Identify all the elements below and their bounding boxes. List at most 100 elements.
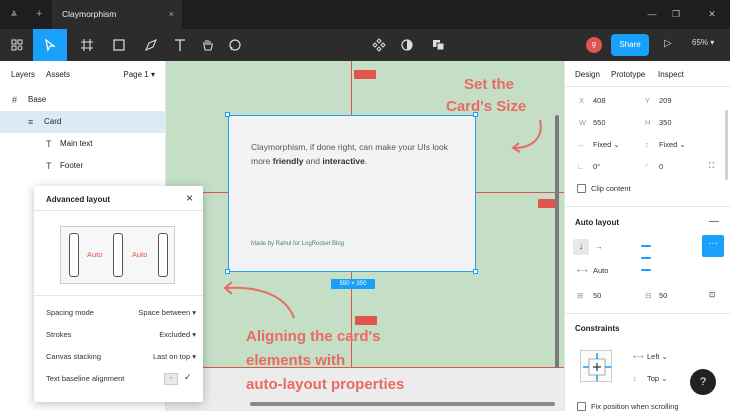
canvas-scrollbar-horizontal[interactable] <box>250 402 555 406</box>
move-tool-icon[interactable] <box>33 29 67 61</box>
close-icon[interactable]: × <box>185 191 193 205</box>
tab-prototype[interactable]: Prototype <box>611 70 646 79</box>
text-tool-icon[interactable] <box>165 29 195 61</box>
vertical-constraint-select[interactable]: Top ⌄ <box>647 374 668 383</box>
tab-inspect[interactable]: Inspect <box>658 70 684 79</box>
new-tab-icon[interactable]: + <box>36 8 43 20</box>
height-mode-select[interactable]: Fixed ⌄ <box>659 140 686 149</box>
spacing-tag-bottom <box>355 316 377 325</box>
mask-icon[interactable] <box>392 29 422 61</box>
toolbar <box>0 29 730 61</box>
boolean-icon[interactable] <box>422 29 456 61</box>
width-input[interactable]: 550 <box>593 118 606 127</box>
divider <box>34 210 203 211</box>
restore-icon[interactable]: ❐ <box>671 9 681 19</box>
file-tab[interactable]: Claymorphism × <box>52 0 182 29</box>
minimize-icon[interactable]: — <box>647 9 657 19</box>
advanced-layout-popup: Advanced layout × Auto Auto Spacing mode… <box>34 186 203 402</box>
card-footer-text[interactable]: Made by Rahul for LogRocket Blog <box>251 241 345 247</box>
auto-layout-frame-icon: ≡ <box>28 117 34 127</box>
resize-handle-br[interactable] <box>473 269 478 274</box>
resize-handle-bl[interactable] <box>225 269 230 274</box>
size-label: 550 × 350 <box>331 279 375 289</box>
layer-card[interactable]: ≡ Card <box>0 111 166 133</box>
preview-bar <box>113 233 123 277</box>
layer-base[interactable]: # Base <box>0 89 166 111</box>
horizontal-constraint-select[interactable]: Left ⌄ <box>647 352 668 361</box>
baseline-toggle[interactable]: - <box>164 373 178 385</box>
x-input[interactable]: 408 <box>593 96 606 105</box>
resize-handle-tl[interactable] <box>225 112 230 117</box>
tab-assets[interactable]: Assets <box>46 70 71 79</box>
width-mode-value: Fixed <box>593 140 612 149</box>
direction-vertical-icon[interactable]: ↓ <box>573 239 589 255</box>
zoom-dropdown[interactable]: 65% ▾ <box>692 38 715 47</box>
frame-tool-icon[interactable] <box>72 29 102 61</box>
resize-handle-tr[interactable] <box>473 112 478 117</box>
text-baseline-label: Text baseline alignment <box>46 374 125 383</box>
page-selector[interactable]: Page 1 ▾ <box>123 70 155 79</box>
rectangle-tool-icon[interactable] <box>104 29 134 61</box>
annotation-align-3: auto-layout properties <box>246 376 405 393</box>
fix-position-checkbox[interactable] <box>577 402 586 411</box>
main-menu-icon[interactable] <box>2 29 32 61</box>
layer-footer[interactable]: T Footer <box>0 155 166 177</box>
design-panel-scrollbar[interactable] <box>725 110 728 180</box>
pen-tool-icon[interactable] <box>136 29 166 61</box>
card-frame[interactable]: Claymorphism, if done right, can make yo… <box>228 115 476 272</box>
share-button[interactable]: Share <box>611 34 649 56</box>
resize-vertical-icon: ↕ <box>645 140 649 149</box>
components-icon[interactable] <box>364 29 394 61</box>
canvas-stacking-select[interactable]: Last on top ▾ <box>153 352 196 361</box>
close-window-icon[interactable]: ✕ <box>708 9 716 19</box>
direction-horizontal-icon[interactable]: → <box>595 242 603 251</box>
close-tab-icon[interactable]: × <box>168 9 174 19</box>
canvas-stacking-row[interactable]: Canvas stacking Last on top ▾ <box>46 352 196 366</box>
h-label: H <box>645 118 651 127</box>
card-text-part: . <box>364 156 368 166</box>
y-input[interactable]: 209 <box>659 96 672 105</box>
vertical-constraint-icon: ↕ <box>633 374 637 383</box>
width-mode-select[interactable]: Fixed ⌄ <box>593 140 620 149</box>
layer-name: Footer <box>60 161 84 170</box>
strokes-select[interactable]: Excluded ▾ <box>159 330 196 339</box>
present-icon[interactable]: ▷ <box>664 38 672 49</box>
rotation-input[interactable]: 0° <box>593 162 601 171</box>
independent-corners-icon[interactable]: ⛶ <box>709 161 715 170</box>
spacing-mode-select[interactable]: Space between ▾ <box>138 308 196 317</box>
strokes-row[interactable]: Strokes Excluded ▾ <box>46 330 196 344</box>
horizontal-padding-input[interactable]: 50 <box>593 291 602 300</box>
title-bar: ⩓ + Claymorphism × — ❐ ✕ <box>0 0 730 29</box>
card-text-part: Claymorphism, if done right, can make yo… <box>251 142 448 166</box>
layer-main-text[interactable]: T Main text <box>0 133 166 155</box>
constraints-widget[interactable] <box>580 350 612 382</box>
arrow-to-popup-icon <box>223 281 295 319</box>
auto-layout-title: Auto layout <box>575 218 619 227</box>
remove-auto-layout-icon[interactable]: — <box>709 216 719 227</box>
height-input[interactable]: 350 <box>659 118 672 127</box>
annotation-align-2: elements with <box>246 352 346 369</box>
vertical-constraint-value: Top <box>647 374 660 383</box>
more-options-button[interactable]: ··· <box>702 235 724 257</box>
canvas-scrollbar-vertical[interactable] <box>555 115 559 370</box>
individual-padding-icon[interactable]: ⊡ <box>709 290 716 299</box>
spacing-tag-top <box>354 70 376 79</box>
vertical-padding-input[interactable]: 50 <box>659 291 668 300</box>
preview-bar <box>158 233 168 277</box>
spacing-input[interactable]: Auto <box>593 266 609 275</box>
tab-design[interactable]: Design <box>575 70 600 79</box>
corner-radius-input[interactable]: 0 <box>659 162 664 171</box>
annotation-set-size-1: Set the <box>464 76 515 93</box>
hand-tool-icon[interactable] <box>193 29 223 61</box>
avatar[interactable]: g <box>586 37 602 53</box>
spacing-mode-row[interactable]: Spacing mode Space between ▾ <box>46 308 196 322</box>
tab-layers[interactable]: Layers <box>11 70 36 79</box>
text-layer-icon: T <box>46 139 52 149</box>
clip-content-checkbox[interactable] <box>577 184 586 193</box>
checkmark-icon[interactable]: ✓ <box>184 372 192 382</box>
figma-logo-icon[interactable]: ⩓ <box>11 8 17 19</box>
comment-tool-icon[interactable] <box>220 29 250 61</box>
card-main-text[interactable]: Claymorphism, if done right, can make yo… <box>251 140 451 168</box>
arrow-to-size-icon <box>511 119 542 153</box>
help-button[interactable]: ? <box>690 369 716 395</box>
